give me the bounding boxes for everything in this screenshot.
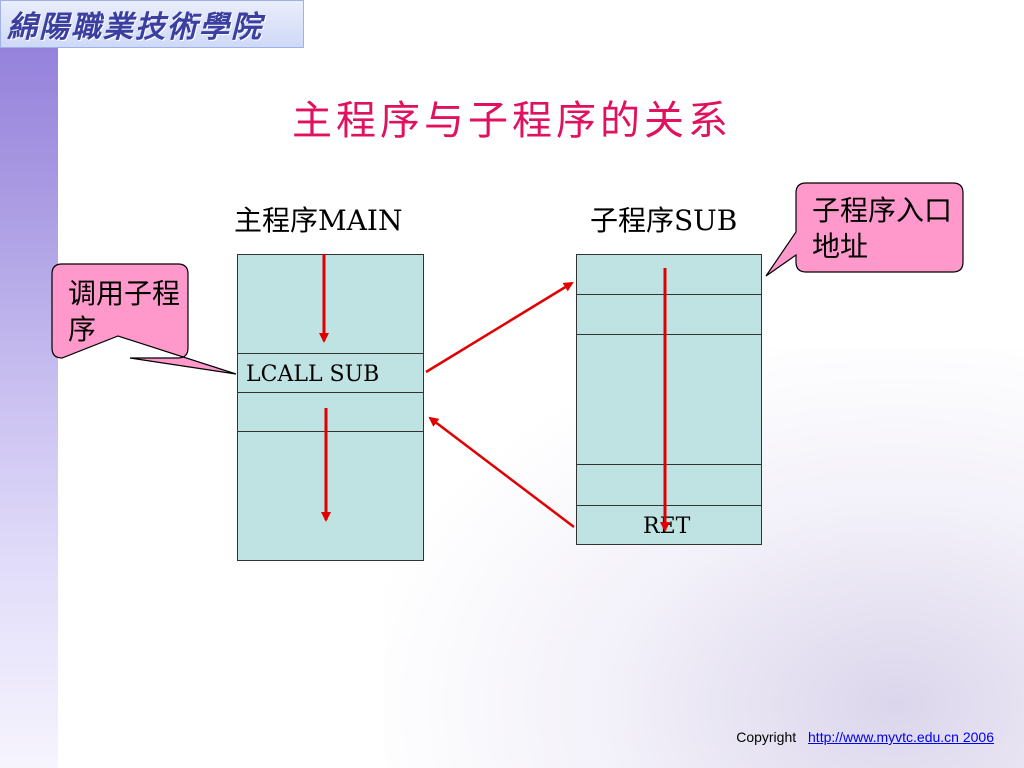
- left-gradient-band: [0, 0, 58, 768]
- footer-copyright: Copyright http://www.myvtc.edu.cn 2006: [736, 729, 994, 745]
- call-arrow: [425, 281, 574, 374]
- callout-call-text: 调用子程序: [68, 277, 181, 346]
- lcall-instruction: LCALL SUB: [246, 362, 380, 387]
- callout-call-shape: [51, 263, 237, 375]
- sub-divider-1: [576, 294, 762, 295]
- return-arrow: [428, 416, 575, 528]
- sub-program-box: [576, 254, 762, 545]
- college-website-link[interactable]: http://www.myvtc.edu.cn 2006: [808, 729, 994, 745]
- slide-title: 主程序与子程序的关系: [292, 98, 732, 144]
- sub-divider-3: [576, 464, 762, 465]
- sub-divider-4: [576, 505, 762, 506]
- main-program-label: 主程序MAIN: [234, 204, 403, 237]
- main-divider-2: [237, 392, 424, 393]
- sub-divider-2: [576, 334, 762, 335]
- callout-entry-text: 子程序入口地址: [812, 194, 953, 263]
- logo-text: 綿陽職業技術學院: [7, 10, 263, 45]
- main-program-box: [237, 254, 424, 561]
- copyright-label: Copyright: [736, 729, 797, 745]
- main-divider-3: [237, 431, 424, 432]
- college-logo: 綿陽職業技術學院: [0, 0, 304, 48]
- callout-entry-shape: [765, 182, 964, 277]
- main-divider-1: [237, 353, 424, 354]
- sub-program-label: 子程序SUB: [590, 204, 738, 237]
